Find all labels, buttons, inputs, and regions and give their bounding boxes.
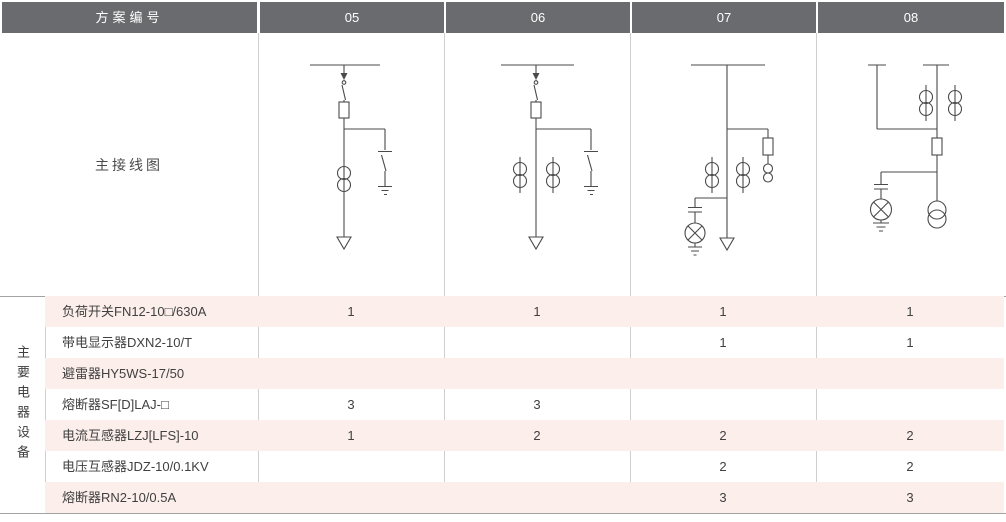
fuse-icon (931, 137, 943, 156)
qty-scheme-07 (630, 389, 816, 420)
table-row: 电压互感器JDZ-10/0.1KV 2 2 (45, 451, 1004, 482)
qty-scheme-07: 1 (719, 335, 727, 350)
table-row: 电流互感器LZJ[LFS]-10 1 2 2 2 (45, 420, 1004, 451)
qty-scheme-06: 1 (533, 304, 541, 319)
feeder-arrow-icon (528, 236, 544, 251)
equipment-name: 熔断器RN2-10/0.5A (62, 490, 177, 505)
load-switch-icon (340, 65, 348, 102)
equipment-name: 熔断器SF[D]LAJ-□ (62, 397, 169, 412)
voltage-transformer-icon (927, 200, 947, 229)
qty-scheme-05: 1 (347, 304, 355, 319)
fuse-icon (530, 101, 542, 119)
qty-scheme-07: 3 (719, 490, 727, 505)
qty-scheme-05 (258, 482, 444, 513)
current-transformer-icon (704, 157, 720, 193)
main-line (876, 65, 938, 138)
equipment-name: 避雷器HY5WS-17/50 (62, 366, 185, 381)
capacitor-icon (688, 206, 702, 213)
earthing-switch-icon (536, 128, 598, 196)
current-transformer-icon (545, 157, 561, 193)
voltage-transformer-icon (762, 163, 774, 174)
wiring-diagram-08 (868, 64, 963, 232)
equipment-side-label: 主要电器设备 (15, 344, 30, 465)
diagram-row-label: 主接线图 (95, 156, 163, 173)
qty-scheme-08: 1 (906, 304, 914, 319)
qty-scheme-05: 3 (347, 397, 355, 412)
qty-scheme-07: 2 (719, 459, 727, 474)
header-scheme-05: 05 (260, 2, 444, 33)
fuse-icon (762, 137, 774, 156)
column-separator (444, 33, 445, 513)
header-scheme-08: 08 (818, 2, 1004, 33)
ground-icon (378, 185, 392, 196)
qty-scheme-05 (258, 327, 444, 358)
wiring-diagram-06 (501, 64, 598, 251)
table-row: 带电显示器DXN2-10/T 1 1 (45, 327, 1004, 358)
equipment-name: 电压互感器JDZ-10/0.1KV (62, 459, 209, 474)
qty-scheme-07: 1 (719, 304, 727, 319)
equipment-name: 负荷开关FN12-10□/630A (62, 304, 207, 319)
table-row: 负荷开关FN12-10□/630A 1 1 1 1 (45, 296, 1004, 327)
qty-scheme-08 (816, 358, 1004, 389)
table-bottom-border (0, 513, 1006, 514)
table-row: 熔断器RN2-10/0.5A 3 3 (45, 482, 1004, 513)
fuse-icon (338, 101, 350, 119)
vt-fuse-branch (727, 128, 774, 183)
current-transformer-icon (735, 157, 751, 193)
qty-scheme-06 (444, 327, 630, 358)
qty-scheme-05 (258, 358, 444, 389)
qty-scheme-08: 3 (906, 490, 914, 505)
current-transformer-icon (918, 85, 934, 121)
table-row: 避雷器HY5WS-17/50 (45, 358, 1004, 389)
qty-scheme-06: 2 (533, 428, 541, 443)
current-transformer-icon (947, 85, 963, 121)
column-separator (258, 33, 259, 513)
feeder-arrow-icon (719, 237, 735, 252)
current-transformer-icon (512, 157, 528, 193)
qty-scheme-08: 2 (906, 459, 914, 474)
capacitor-icon (874, 183, 888, 190)
qty-scheme-07 (630, 358, 816, 389)
ground-icon (688, 246, 702, 256)
qty-scheme-08: 2 (906, 428, 914, 443)
side-label-separator (45, 296, 46, 513)
qty-scheme-06: 3 (533, 397, 541, 412)
table-row: 熔断器SF[D]LAJ-□ 3 3 (45, 389, 1004, 420)
qty-scheme-06 (444, 451, 630, 482)
header-scheme-07: 07 (632, 2, 816, 33)
live-display-branch (684, 197, 727, 256)
column-separator (630, 33, 631, 513)
qty-scheme-06 (444, 482, 630, 513)
qty-scheme-05: 1 (347, 428, 355, 443)
live-display-branch (869, 171, 937, 232)
qty-scheme-06 (444, 358, 630, 389)
wiring-diagram-07 (684, 64, 774, 256)
equipment-name: 带电显示器DXN2-10/T (62, 335, 193, 350)
earthing-switch-icon (344, 128, 392, 196)
load-switch-icon (532, 65, 540, 102)
wiring-diagram-05 (310, 64, 392, 251)
qty-scheme-05 (258, 451, 444, 482)
feeder-arrow-icon (336, 236, 352, 251)
header-scheme-06: 06 (446, 2, 630, 33)
column-separator (816, 33, 817, 513)
qty-scheme-07: 2 (719, 428, 727, 443)
current-transformer-icon (336, 165, 352, 193)
qty-scheme-08 (816, 389, 1004, 420)
ground-icon (873, 222, 889, 232)
equipment-name: 电流互感器LZJ[LFS]-10 (62, 428, 199, 443)
ground-icon (584, 185, 598, 196)
header-scheme-number: 方案编号 (2, 2, 257, 33)
qty-scheme-08: 1 (906, 335, 914, 350)
